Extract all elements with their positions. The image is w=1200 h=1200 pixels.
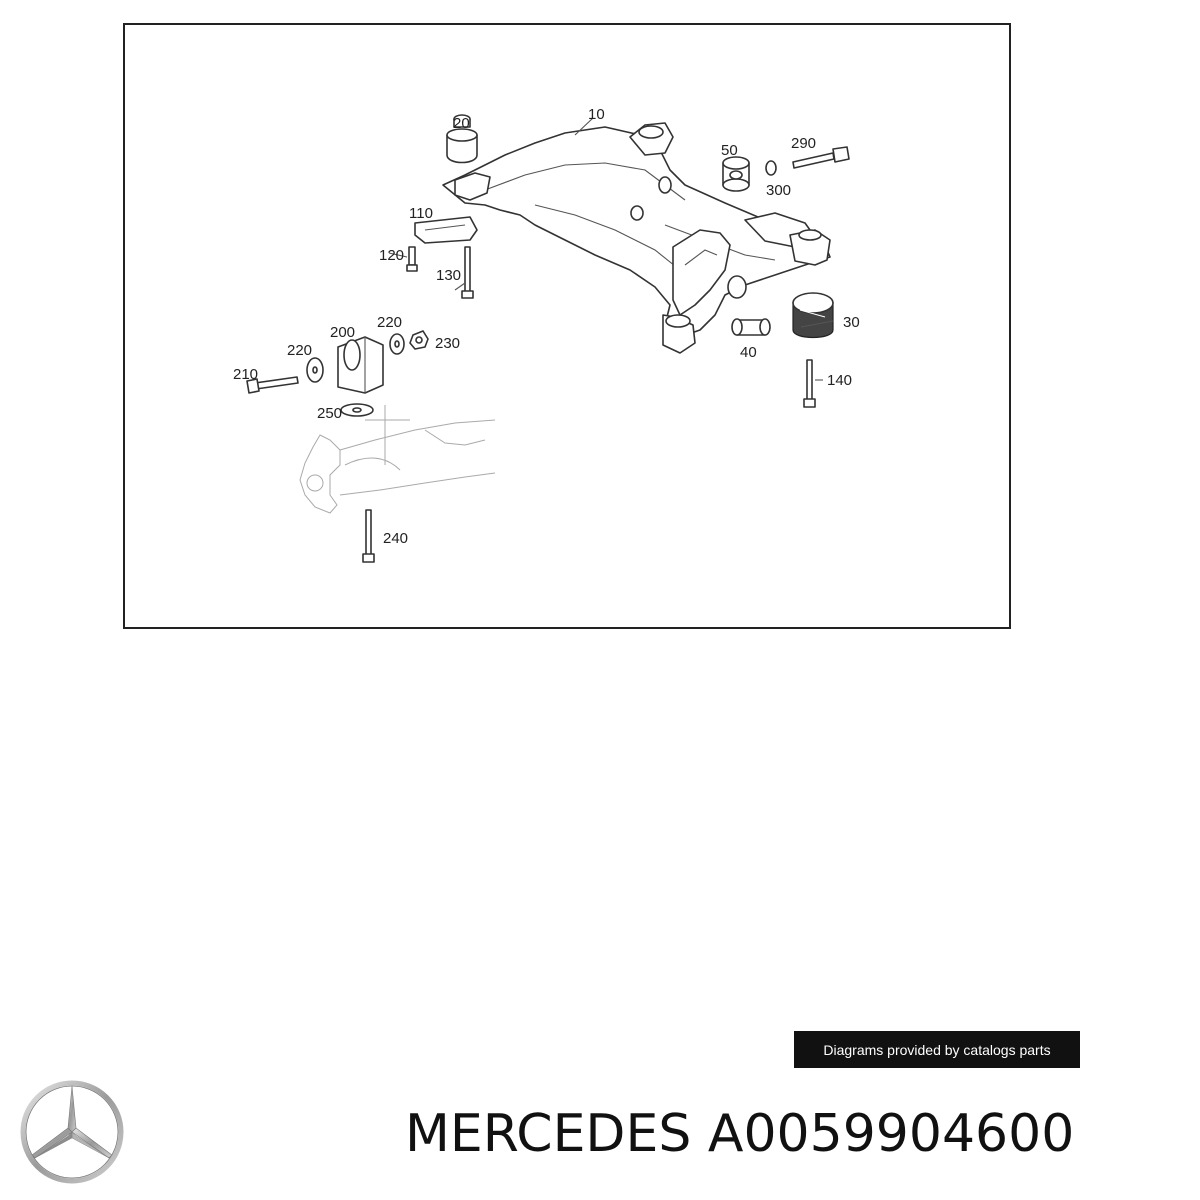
bushing-20 (446, 114, 478, 164)
bolt-130 (461, 246, 474, 299)
callout-140: 140 (827, 372, 852, 389)
brand-part-number-line: MERCEDES A0059904600 (405, 1104, 1074, 1164)
callout-120: 120 (379, 247, 404, 264)
sleeve-40 (731, 318, 771, 336)
callout-110: 110 (409, 205, 433, 222)
mount-30 (792, 292, 834, 339)
callout-210: 210 (233, 366, 258, 383)
rear-axle-knuckle (299, 405, 496, 514)
bushing-50 (722, 156, 750, 192)
washer-300 (765, 160, 777, 176)
bolt-290 (792, 146, 850, 169)
bolt-210 (246, 376, 299, 394)
bracket-110 (414, 216, 478, 244)
leader-lines (388, 117, 834, 381)
callout-300: 300 (766, 182, 791, 199)
callout-30: 30 (843, 314, 860, 331)
mercedes-star-icon (20, 1080, 124, 1184)
callout-40: 40 (740, 344, 757, 361)
callout-220-right: 220 (377, 314, 402, 331)
rear-subframe-drawing: 10 20 30 40 50 110 120 130 140 200 210 2… (233, 106, 860, 563)
brand-name: MERCEDES (405, 1104, 692, 1164)
bolt-120 (406, 246, 418, 272)
parts-diagram: 10 20 30 40 50 110 120 130 140 200 210 2… (123, 23, 1011, 629)
part-number: A0059904600 (707, 1104, 1075, 1164)
bolt-240 (362, 509, 375, 563)
callout-200: 200 (330, 324, 355, 341)
callout-130: 130 (436, 267, 461, 284)
callout-220-left: 220 (287, 342, 312, 359)
nut-230 (409, 330, 429, 350)
callout-50: 50 (721, 142, 738, 159)
callout-250: 250 (317, 405, 342, 422)
mount-200 (337, 336, 384, 394)
diagram-credit-banner: Diagrams provided by catalogs parts (794, 1031, 1080, 1068)
callout-240: 240 (383, 530, 408, 547)
callout-10: 10 (588, 106, 605, 123)
callout-230: 230 (435, 335, 460, 352)
subframe-10 (442, 122, 831, 354)
bolt-140 (803, 359, 816, 408)
callout-290: 290 (791, 135, 816, 152)
callout-20: 20 (453, 115, 470, 132)
